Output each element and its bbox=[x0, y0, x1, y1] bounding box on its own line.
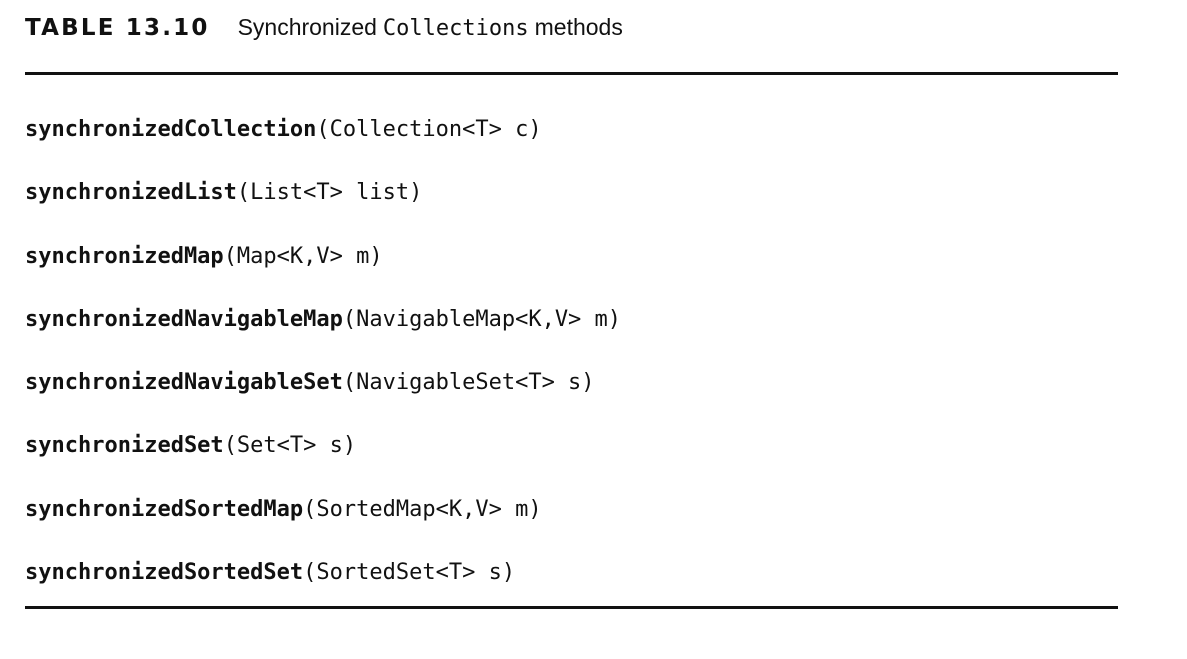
method-params: (NavigableMap<K,V> m) bbox=[342, 306, 622, 332]
method-row: synchronizedNavigableSet(NavigableSet<T>… bbox=[25, 363, 621, 426]
method-row: synchronizedNavigableMap(NavigableMap<K,… bbox=[25, 300, 621, 363]
method-params: (List<T> list) bbox=[236, 180, 423, 206]
method-row: synchronizedSet(Set<T> s) bbox=[25, 426, 621, 489]
method-params: (Map<K,V> m) bbox=[223, 243, 383, 269]
table-caption: TABLE 13.10 Synchronized Collections met… bbox=[25, 14, 623, 48]
method-name: synchronizedMap bbox=[25, 243, 224, 269]
method-name: synchronizedList bbox=[25, 180, 237, 206]
table-title-suffix: methods bbox=[534, 14, 623, 40]
method-params: (Set<T> s) bbox=[223, 433, 357, 459]
method-row: synchronizedList(List<T> list) bbox=[25, 173, 621, 236]
method-name: synchronizedSortedSet bbox=[25, 560, 304, 586]
method-params: (Collection<T> c) bbox=[316, 117, 542, 142]
method-list: synchronizedCollection(Collection<T> c) … bbox=[25, 110, 621, 616]
method-params: (SortedSet<T> s) bbox=[303, 560, 516, 586]
table-title-code: Collections bbox=[382, 16, 529, 41]
top-rule bbox=[25, 72, 1118, 75]
method-row: synchronizedMap(Map<K,V> m) bbox=[25, 237, 621, 300]
method-params: (SortedMap<K,V> m) bbox=[303, 496, 542, 522]
method-row: synchronizedCollection(Collection<T> c) bbox=[25, 110, 621, 173]
method-row: synchronizedSortedSet(SortedSet<T> s) bbox=[25, 553, 621, 616]
method-name: synchronizedNavigableMap bbox=[25, 306, 343, 332]
method-name: synchronizedSortedMap bbox=[25, 496, 304, 522]
method-name: synchronizedSet bbox=[25, 433, 224, 459]
method-row: synchronizedSortedMap(SortedMap<K,V> m) bbox=[25, 490, 621, 553]
table-title-prefix: Synchronized bbox=[237, 14, 377, 40]
method-params: (NavigableSet<T> s) bbox=[342, 370, 595, 396]
table-number: TABLE 13.10 bbox=[25, 15, 210, 41]
method-name: synchronizedNavigableSet bbox=[25, 370, 343, 396]
table-title: Synchronized Collections methods bbox=[238, 14, 623, 41]
method-name: synchronizedCollection bbox=[25, 117, 317, 142]
bottom-rule bbox=[25, 606, 1118, 609]
